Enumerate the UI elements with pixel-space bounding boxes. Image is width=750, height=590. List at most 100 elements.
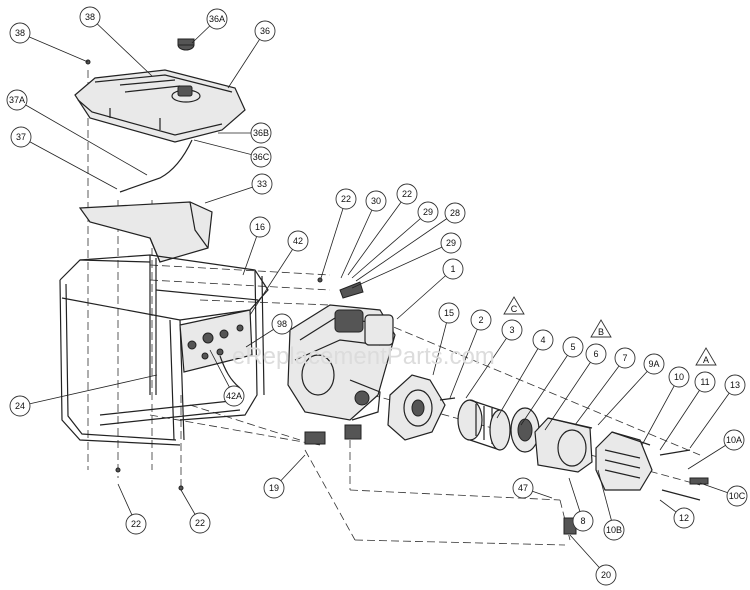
callout-10c: 10C: [726, 485, 748, 507]
callout-label: 7: [622, 353, 627, 363]
callout-5: 5: [562, 336, 584, 358]
callout-16: 16: [249, 216, 271, 238]
callout-label: 10B: [606, 525, 622, 535]
callout-29: 29: [440, 232, 462, 254]
leader-line: [20, 136, 118, 190]
leader-line: [347, 193, 408, 276]
callout-label: 3: [509, 325, 514, 335]
callout-label: 15: [444, 308, 454, 318]
callout-6: 6: [585, 343, 607, 365]
callout-36c: 36C: [250, 146, 272, 168]
callout-33: 33: [251, 173, 273, 195]
leader-line: [89, 16, 153, 77]
callout-37: 37: [10, 126, 32, 148]
leader-line: [396, 268, 454, 320]
leader-line: [449, 319, 482, 399]
leader-line: [465, 329, 513, 399]
generator-housing: [534, 417, 593, 473]
callout-bubble: [365, 190, 387, 212]
marker-triangle: [503, 296, 525, 315]
leader-line: [320, 198, 347, 279]
callout-bubble: [396, 183, 418, 205]
callout-20: 20: [595, 564, 617, 586]
callout-label: 42A: [226, 391, 242, 401]
callout-bubble: [287, 230, 309, 252]
callout-29: 29: [417, 201, 439, 223]
marker-label: C: [511, 304, 518, 314]
callout-bubble: [254, 20, 276, 42]
marker-label: B: [598, 327, 604, 337]
callout-4: 4: [532, 329, 554, 351]
callout-label: 20: [601, 570, 611, 580]
callout-label: 4: [540, 335, 545, 345]
callout-bubble: [223, 385, 245, 407]
callout-bubble: [470, 309, 492, 331]
callout-bubble: [263, 477, 285, 499]
leader-line: [432, 312, 450, 376]
callout-36b: 36B: [250, 122, 272, 144]
callout-8: 8: [572, 510, 594, 532]
callout-bubble: [335, 188, 357, 210]
section-marker-a: A: [695, 347, 717, 366]
callout-12: 12: [673, 507, 695, 529]
section-marker-b: B: [590, 319, 612, 338]
callout-bubble: [9, 395, 31, 417]
fasteners: [85, 59, 709, 535]
callout-bubble: [444, 202, 466, 224]
heat-shield: [78, 201, 213, 263]
stator: [510, 407, 540, 453]
callout-label: 22: [341, 194, 351, 204]
callout-7: 7: [614, 347, 636, 369]
callout-22: 22: [125, 513, 147, 535]
callout-bubble: [512, 477, 534, 499]
callout-36a: 36A: [206, 8, 228, 30]
callout-bubble: [668, 366, 690, 388]
callout-label: 42: [293, 236, 303, 246]
leader-line: [249, 240, 299, 316]
callout-bubble: [251, 173, 273, 195]
leader-line: [597, 363, 655, 426]
marker-triangle: [590, 319, 612, 338]
leader-line: [355, 212, 456, 282]
callout-28: 28: [444, 202, 466, 224]
callout-11: 11: [694, 371, 716, 393]
frame: [59, 254, 269, 446]
callout-bubble: [532, 329, 554, 351]
callout-bubble: [189, 512, 211, 534]
callout-9a: 9A: [643, 353, 665, 375]
callout-42a: 42A: [223, 385, 245, 407]
callout-label: 5: [570, 342, 575, 352]
callout-label: 12: [679, 513, 689, 523]
callout-24: 24: [9, 395, 31, 417]
callout-label: 29: [446, 238, 456, 248]
callout-bubble: [271, 313, 293, 335]
leader-line: [520, 346, 574, 426]
leader-line: [227, 30, 266, 89]
callout-bubble: [723, 429, 745, 451]
callout-13: 13: [724, 374, 746, 396]
leader-line: [19, 32, 89, 63]
callout-label: 10: [674, 372, 684, 382]
engine-adapter: [387, 374, 446, 441]
callout-bubble: [442, 258, 464, 280]
callout-label: 11: [700, 377, 709, 387]
leader-line: [19, 374, 158, 407]
callout-bubble: [6, 89, 28, 111]
callout-bubble: [501, 319, 523, 341]
callout-label: 30: [371, 196, 381, 206]
leader-line: [689, 384, 736, 449]
callout-10: 10: [668, 366, 690, 388]
callout-22: 22: [335, 188, 357, 210]
section-markers: C B A: [503, 296, 717, 366]
callout-42: 42: [287, 230, 309, 252]
engine: [287, 281, 396, 445]
callout-bubble: [250, 146, 272, 168]
callout-label: 36A: [209, 14, 225, 24]
callout-bubble: [614, 347, 636, 369]
callout-bubble: [125, 513, 147, 535]
control-panel: [179, 309, 253, 389]
callout-label: 47: [518, 483, 528, 493]
callout-22: 22: [189, 512, 211, 534]
callout-label: 16: [255, 222, 265, 232]
callout-label: 22: [402, 189, 412, 199]
